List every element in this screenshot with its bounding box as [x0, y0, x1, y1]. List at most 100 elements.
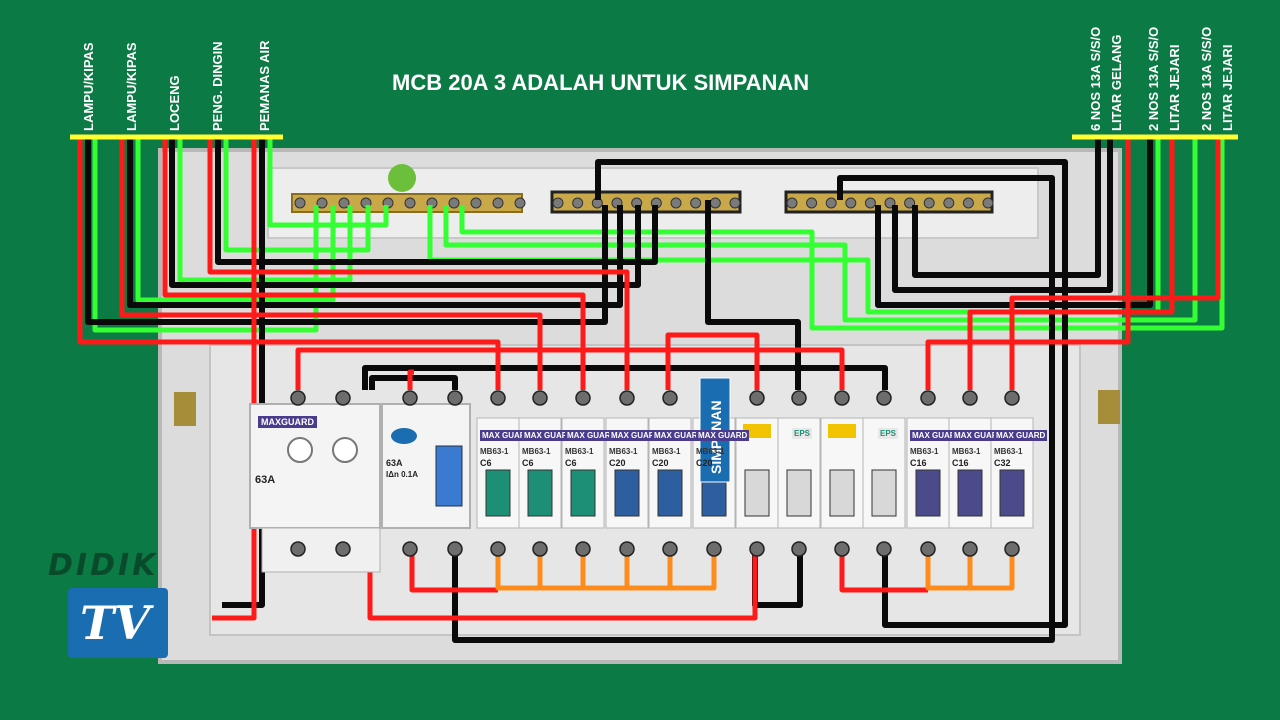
earth-wires — [92, 138, 1225, 333]
breaker-model: MB63-1 — [609, 447, 638, 456]
breaker-model: MB63-1 — [696, 447, 725, 456]
breaker-toggle — [527, 469, 553, 517]
terminal-screw — [690, 197, 702, 209]
terminal-screw — [729, 197, 741, 209]
circuit-label-litar-jejari-2: LITAR JEJARI — [1220, 44, 1235, 131]
earth-symbol-icon — [388, 164, 416, 192]
terminal-screw — [982, 197, 994, 209]
device-terminal-screw — [335, 541, 351, 557]
terminal-screw — [338, 197, 350, 209]
breaker-model: MB63-1 — [480, 447, 509, 456]
breaker-terminal-screw — [619, 541, 635, 557]
main-switch-base — [261, 527, 381, 573]
breaker-terminal-screw — [1004, 390, 1020, 406]
breaker-brand: MAX GUARD — [565, 430, 619, 441]
page-title: MCB 20A 3 ADALAH UNTUK SIMPANAN — [392, 70, 810, 95]
breaker-brand: MAX GUARD — [652, 430, 706, 441]
breaker-brand: MAX GUARD — [522, 430, 576, 441]
circuit-label-lampu-kipas-2: LAMPU/KIPAS — [124, 42, 139, 131]
rcbo-test-button-icon — [743, 424, 771, 438]
device-terminal-screw — [402, 541, 418, 557]
breaker-terminal-screw — [962, 390, 978, 406]
live-wires — [77, 138, 1221, 621]
terminal-screw — [864, 197, 876, 209]
breaker-brand: MAX GUARD — [910, 430, 964, 441]
circuit-label-lampu-kipas-1: LAMPU/KIPAS — [81, 42, 96, 131]
rcbo-test-button-icon — [828, 424, 856, 438]
circuit-label-pemanas-air: PEMANAS AIR — [257, 40, 272, 131]
breaker-rating: C6 — [522, 458, 534, 468]
circuit-label-peng-dingin: PENG. DINGIN — [210, 41, 225, 131]
main-switch-knob-icon — [332, 437, 358, 463]
breaker-terminal-screw — [834, 541, 850, 557]
device-terminal-screw — [290, 390, 306, 406]
breaker-terminal-screw — [791, 541, 807, 557]
breaker-toggle — [786, 469, 812, 517]
device-terminal-screw — [447, 390, 463, 406]
rccb-rating: 63A — [386, 458, 403, 468]
breaker-rating: C20 — [696, 458, 713, 468]
breaker-rating: C16 — [910, 458, 927, 468]
right-hinge — [1098, 390, 1120, 424]
logo-text-didik: DIDIK — [48, 548, 159, 583]
breaker-terminal-screw — [876, 390, 892, 406]
main-switch-brand: MAXGUARD — [258, 416, 317, 428]
breaker-toggle — [915, 469, 941, 517]
breaker-terminal-screw — [920, 390, 936, 406]
breaker-model: MB63-1 — [565, 447, 594, 456]
rccb-test-button-icon — [391, 428, 417, 444]
terminal-screw — [943, 197, 955, 209]
breaker-brand: MAX GUARD — [994, 430, 1048, 441]
terminal-screw — [492, 197, 504, 209]
terminal-screw — [962, 197, 974, 209]
terminal-screw — [294, 197, 306, 209]
terminal-screw — [670, 197, 682, 209]
breaker-terminal-screw — [490, 390, 506, 406]
breaker-terminal-screw — [749, 541, 765, 557]
breaker-terminal-screw — [575, 541, 591, 557]
circuit-label-radial-count-1: 2 NOS 13A S/S/O — [1146, 26, 1161, 131]
logo-badge: TV — [68, 588, 168, 658]
terminal-screw — [448, 197, 460, 209]
main-switch-knob-icon — [287, 437, 313, 463]
breaker-toggle — [570, 469, 596, 517]
logo-text-tv: TV — [80, 596, 150, 650]
terminal-screw — [786, 197, 798, 209]
breaker-terminal-screw — [962, 541, 978, 557]
terminal-screw — [470, 197, 482, 209]
circuit-label-loceng: LOCENG — [167, 75, 182, 131]
main-switch-rating: 63A — [255, 474, 276, 486]
breaker-terminal-screw — [834, 390, 850, 406]
terminal-screw — [923, 197, 935, 209]
breaker-terminal-screw — [920, 541, 936, 557]
circuit-label-radial-count-2: 2 NOS 13A S/S/O — [1199, 26, 1214, 131]
breaker-terminal-screw — [876, 541, 892, 557]
device-terminal-screw — [290, 541, 306, 557]
breaker-toggle — [999, 469, 1025, 517]
terminal-screw — [404, 197, 416, 209]
circuit-label-litar-gelang: LITAR GELANG — [1109, 34, 1124, 131]
breaker-brand: MAX GUARD — [480, 430, 534, 441]
rccb-toggle — [435, 445, 463, 507]
breaker-brand: MAX GUARD — [696, 430, 750, 441]
breaker-rating: C6 — [480, 458, 492, 468]
breaker-terminal-screw — [1004, 541, 1020, 557]
device-terminal-screw — [402, 390, 418, 406]
breaker-toggle — [614, 469, 640, 517]
terminal-screw — [572, 197, 584, 209]
terminal-screw — [316, 197, 328, 209]
breaker-brand: EPS — [792, 428, 813, 439]
breaker-terminal-screw — [662, 390, 678, 406]
breaker-rating: C6 — [565, 458, 577, 468]
breaker-toggle — [485, 469, 511, 517]
terminal-screw — [825, 197, 837, 209]
breaker-model: MB63-1 — [522, 447, 551, 456]
rccb-sensitivity: IΔn 0.1A — [386, 470, 418, 479]
left-hinge — [174, 392, 196, 426]
breaker-terminal-screw — [532, 390, 548, 406]
breaker-rating: C20 — [652, 458, 669, 468]
breaker-brand: MAX GUARD — [609, 430, 663, 441]
breaker-toggle — [871, 469, 897, 517]
breaker-terminal-screw — [532, 541, 548, 557]
